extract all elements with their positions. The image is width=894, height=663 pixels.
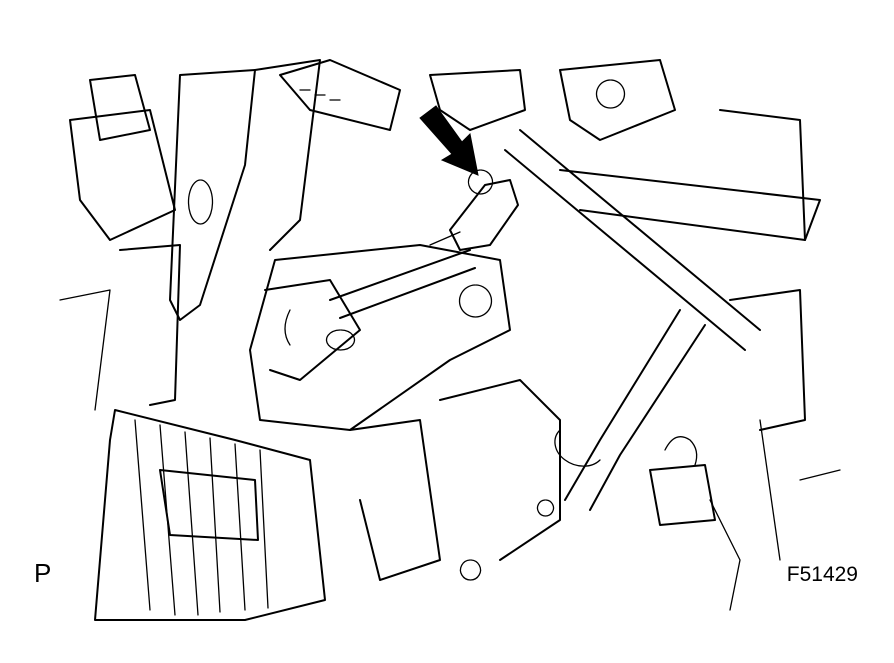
left-housing [59, 59, 321, 411]
pedal-bracket [249, 244, 511, 431]
steering-shaft [504, 129, 821, 511]
lower-frame [349, 379, 561, 581]
right-housing [719, 109, 841, 561]
accelerator-pedal [94, 409, 326, 621]
view-code-label: P [34, 558, 52, 588]
stop-light-switch [429, 169, 519, 251]
upper-console [279, 59, 676, 141]
arrow-pointer-icon [419, 105, 479, 176]
figure-id-label: F51429 [786, 563, 858, 586]
wire-connector [649, 436, 741, 611]
